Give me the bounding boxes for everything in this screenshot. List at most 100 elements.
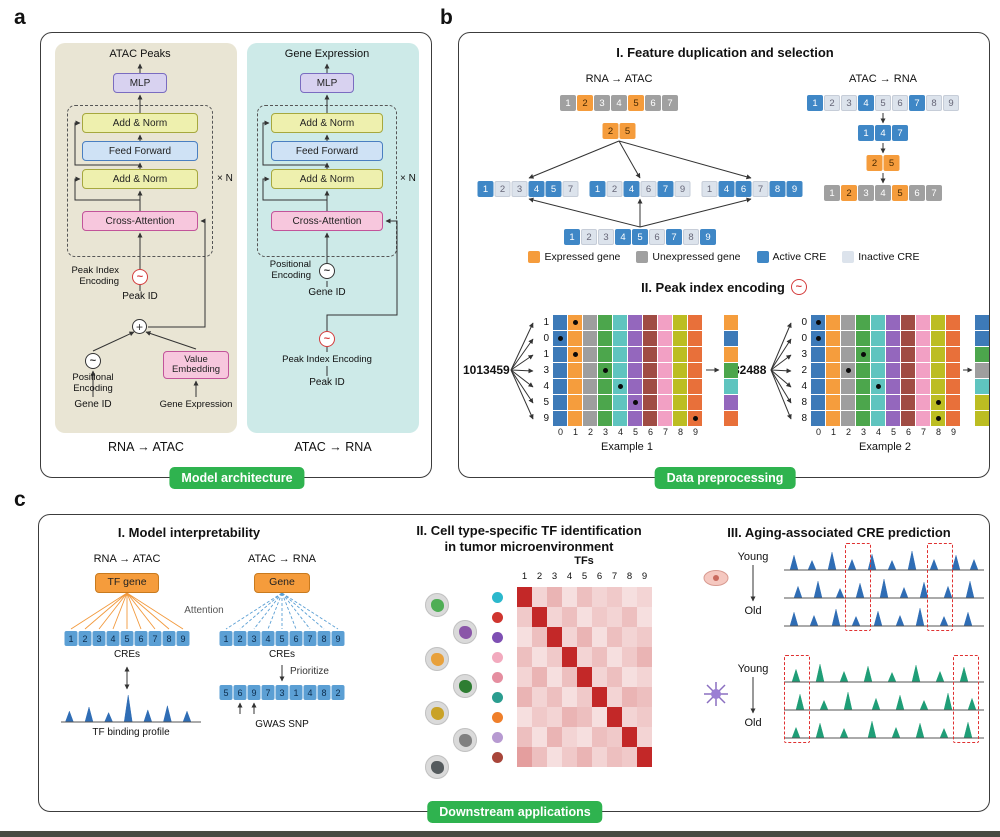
cell: 7 — [148, 631, 162, 646]
encoding-grid-cell — [871, 347, 885, 362]
encoding-output-cell — [975, 347, 989, 362]
tf-identification-title-line2: in tumor microenvironment — [444, 539, 614, 554]
encoding-grid-cell — [871, 411, 885, 426]
cell: 3 — [247, 631, 261, 646]
encoding-grid-cell — [901, 347, 915, 362]
cross-attention-box: Cross-Attention — [82, 211, 198, 231]
atac-to-rna-caption: ATAC → RNA — [294, 440, 372, 454]
tf-binding-profile-label: TF binding profile — [92, 727, 170, 738]
panel-b-label: b — [440, 6, 453, 29]
encoding-grid-cell — [583, 315, 597, 330]
encoding-grid-cell — [583, 331, 597, 346]
heatmap-cell — [577, 707, 592, 727]
encoding-grid-cell — [643, 379, 657, 394]
panel-c-label: c — [14, 488, 26, 511]
encoding-grid-cell — [553, 411, 567, 426]
rna-to-atac-caption: RNA → ATAC — [108, 440, 184, 454]
encoding-output-cell — [975, 331, 989, 346]
cell: 7 — [662, 95, 678, 111]
cell: 4 — [875, 185, 891, 201]
encoding-grid-cell — [931, 411, 945, 426]
positional-encoding-label: Positional Encoding — [72, 372, 114, 394]
model-architecture-badge: Model architecture — [169, 467, 305, 489]
encoding-grid-cell — [688, 331, 702, 346]
encoding-grid-cell — [871, 363, 885, 378]
cell: 7 — [892, 125, 908, 141]
cell: 2 — [866, 155, 883, 171]
encoding-grid-cell — [628, 331, 642, 346]
cell: 8 — [162, 631, 176, 646]
digit-label: 0 — [543, 333, 549, 344]
column-label: 7 — [611, 571, 618, 582]
panel-data-preprocessing: I. Feature duplication and selection RNA… — [458, 32, 990, 489]
encoding-grid-cell — [553, 331, 567, 346]
encoding-grid-cell — [583, 379, 597, 394]
cell-type-dot — [491, 751, 503, 763]
cell: 4 — [615, 229, 631, 245]
cell: 1 — [219, 631, 233, 646]
cre-highlight-box — [953, 655, 979, 743]
organ-glyph — [430, 652, 444, 666]
encoding-grid-cell — [946, 363, 960, 378]
encoding-grid-cell — [568, 379, 582, 394]
cell: 6 — [735, 181, 752, 197]
encoding-grid-cell — [688, 363, 702, 378]
encoding-grid-cell — [916, 395, 930, 410]
encoding-grid-cell — [688, 315, 702, 330]
heatmap-cell — [532, 627, 547, 647]
cell: 2 — [841, 185, 857, 201]
heatmap-cell — [622, 667, 637, 687]
encoding-grid-cell — [946, 331, 960, 346]
cres-label: CREs — [113, 649, 141, 660]
encoding-grid-cell — [598, 379, 612, 394]
positional-encoding-label: Positional Encoding — [269, 259, 311, 281]
heatmap-cell — [577, 627, 592, 647]
heatmap-cell — [592, 707, 607, 727]
peak-index-encoding-label: Peak Index Encoding — [282, 354, 372, 365]
encoding-output-cell — [975, 379, 989, 394]
heatmap-cell — [577, 747, 592, 767]
column-label: 8 — [626, 571, 633, 582]
positional-encoding-icon: ~ — [319, 263, 335, 279]
heatmap-cell — [547, 607, 562, 627]
cell-type-dot — [491, 731, 503, 743]
cell-type-icon — [453, 674, 477, 698]
encoding-grid-cell — [841, 315, 855, 330]
encoding-grid-cell — [658, 315, 672, 330]
encoding-grid-cell — [613, 363, 627, 378]
tf-binding-profile-track — [61, 693, 201, 728]
digit-dot — [617, 384, 623, 389]
cell: 2 — [233, 631, 247, 646]
encoding-grid-cell — [628, 379, 642, 394]
feed-forward-box: Feed Forward — [271, 141, 383, 161]
encoding-grid-cell — [826, 315, 840, 330]
encoding-grid-cell — [643, 347, 657, 362]
encoding-grid-cell — [946, 347, 960, 362]
encoding-grid-cell — [673, 315, 687, 330]
cell: 6 — [289, 631, 303, 646]
sum-icon: + — [132, 319, 147, 334]
digit-label: 0 — [801, 317, 807, 328]
cell: 1 — [701, 181, 718, 197]
digit-dot — [815, 320, 821, 325]
tfs-label: TFs — [574, 555, 594, 567]
cell: 2 — [581, 229, 597, 245]
cell: 5 — [619, 123, 636, 139]
encoding-grid-cell — [811, 363, 825, 378]
encoding-grid-cell — [553, 395, 567, 410]
legend-swatch — [636, 251, 649, 263]
cell: 8 — [317, 631, 331, 646]
heatmap-cell — [592, 747, 607, 767]
encoding-grid-cell — [856, 395, 870, 410]
encoding-grid-cell — [613, 331, 627, 346]
cell: 7 — [657, 181, 674, 197]
axis-label: 8 — [935, 427, 941, 437]
heatmap-cell — [577, 647, 592, 667]
cell-type-icons — [425, 593, 485, 793]
cell: 9 — [786, 181, 803, 197]
